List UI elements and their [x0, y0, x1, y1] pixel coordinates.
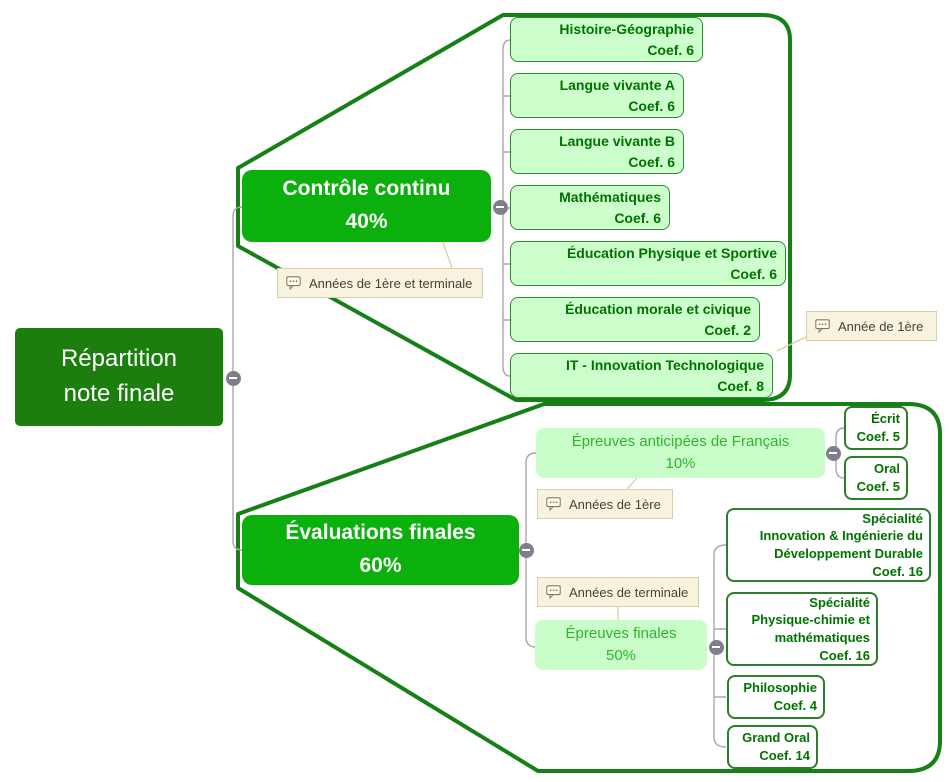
note-connector-lines — [442, 241, 807, 620]
collapse-handle-evaluations-finales[interactable] — [518, 542, 534, 558]
cloud-outline-evaluations-finales — [236, 402, 942, 773]
node-label: Éducation Physique et Sportive Coef. 6 — [566, 245, 777, 282]
node-ecrit[interactable]: Écrit Coef. 5 — [844, 406, 908, 450]
node-evaluations-finales-label: Évaluations finales 60% — [285, 521, 476, 577]
note-label: Année de 1ère — [838, 318, 924, 334]
collapse-handle-root[interactable] — [225, 370, 241, 386]
node-evaluations-finales[interactable]: Évaluations finales 60% — [242, 515, 519, 585]
node-histoire-geographie[interactable]: Histoire-Géographie Coef. 6 — [510, 17, 703, 62]
node-label: Mathématiques Coef. 6 — [559, 189, 661, 226]
node-label: Épreuves finales 50% — [565, 624, 677, 665]
node-philosophie[interactable]: Philosophie Coef. 4 — [727, 675, 825, 719]
node-label: Oral Coef. 5 — [856, 461, 900, 494]
note-bubble-icon — [546, 497, 561, 511]
node-oral[interactable]: Oral Coef. 5 — [844, 456, 908, 500]
note-bubble-icon — [286, 276, 301, 290]
note-label: Années de terminale — [569, 584, 689, 600]
collapse-handle-epreuves-finales[interactable] — [708, 639, 724, 655]
node-epreuves-finales[interactable]: Épreuves finales 50% — [535, 620, 707, 670]
node-root-label: Répartition note finale — [60, 345, 178, 407]
collapse-handle-controle-continu[interactable] — [492, 199, 508, 215]
node-eps[interactable]: Éducation Physique et Sportive Coef. 6 — [510, 241, 786, 286]
note-annees-1ere[interactable]: Années de 1ère — [537, 489, 673, 519]
cloud-outline-controle-continu — [236, 13, 792, 402]
node-label: Spécialité Innovation & Ingénierie du Dé… — [759, 510, 923, 579]
node-controle-continu-label: Contrôle continu 40% — [282, 177, 451, 233]
note-label: Années de 1ère et terminale — [309, 275, 473, 291]
node-label: IT - Innovation Technologique Coef. 8 — [565, 357, 764, 394]
note-annees-terminale[interactable]: Années de terminale — [537, 577, 699, 607]
node-label: Écrit Coef. 5 — [856, 411, 900, 444]
note-label: Années de 1ère — [569, 496, 661, 512]
node-label: Philosophie Coef. 4 — [743, 680, 817, 713]
note-annees-1ere-et-terminale[interactable]: Années de 1ère et terminale — [277, 268, 483, 298]
note-bubble-icon — [546, 585, 561, 599]
node-label: Langue vivante B Coef. 6 — [559, 133, 675, 170]
node-emc[interactable]: Éducation morale et civique Coef. 2 — [510, 297, 760, 342]
collapse-handle-epreuves-anticipees[interactable] — [825, 445, 841, 461]
node-label: Langue vivante A Coef. 6 — [559, 77, 675, 114]
node-controle-continu[interactable]: Contrôle continu 40% — [242, 170, 491, 242]
node-root[interactable]: Répartition note finale — [15, 328, 223, 426]
note-bubble-icon — [815, 319, 830, 333]
note-annee-1ere[interactable]: Année de 1ère — [806, 311, 937, 341]
node-mathematiques[interactable]: Mathématiques Coef. 6 — [510, 185, 670, 230]
node-langue-vivante-b[interactable]: Langue vivante B Coef. 6 — [510, 129, 684, 174]
node-label: Grand Oral Coef. 14 — [742, 730, 810, 763]
node-specialite-2idd[interactable]: Spécialité Innovation & Ingénierie du Dé… — [726, 508, 931, 582]
node-label: Éducation morale et civique Coef. 2 — [565, 301, 751, 338]
node-label: Spécialité Physique-chimie et mathématiq… — [751, 594, 870, 663]
node-specialite-physique-chimie-maths[interactable]: Spécialité Physique-chimie et mathématiq… — [726, 592, 878, 666]
node-it-innovation-technologique[interactable]: IT - Innovation Technologique Coef. 8 — [510, 353, 773, 398]
node-label: Histoire-Géographie Coef. 6 — [559, 21, 694, 58]
node-label: Épreuves anticipées de Français 10% — [571, 432, 790, 473]
node-grand-oral[interactable]: Grand Oral Coef. 14 — [727, 725, 818, 769]
node-epreuves-anticipees-francais[interactable]: Épreuves anticipées de Français 10% — [536, 428, 825, 478]
node-langue-vivante-a[interactable]: Langue vivante A Coef. 6 — [510, 73, 684, 118]
